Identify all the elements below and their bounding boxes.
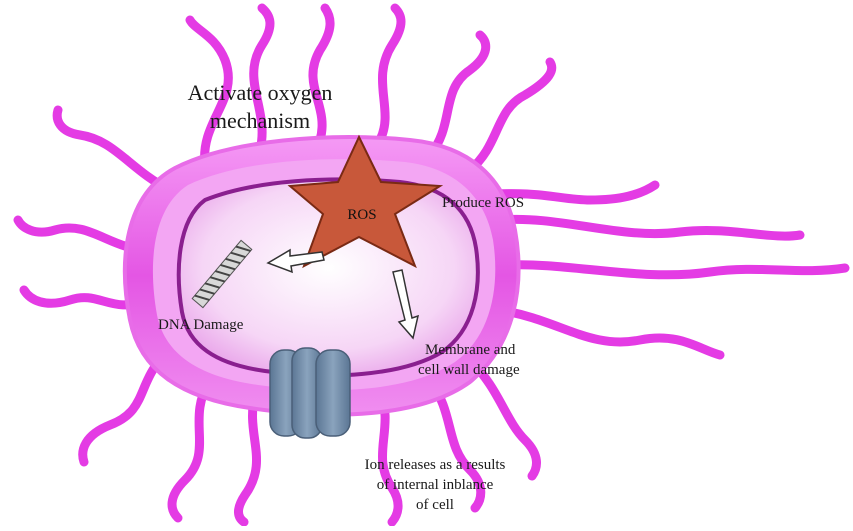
flagellum xyxy=(470,62,552,170)
ion-label-line-3: of cell xyxy=(330,496,540,514)
flagellum xyxy=(380,8,401,140)
ion-label-line-1: Ion releases as a results xyxy=(330,456,540,474)
ion-channel-icon xyxy=(270,348,350,438)
flagellum xyxy=(500,310,720,355)
ros-label: ROS xyxy=(342,206,382,224)
flagellum xyxy=(172,380,210,518)
title-line-2: mechanism xyxy=(170,108,350,134)
flagellum xyxy=(505,265,845,275)
flagellum xyxy=(500,219,800,236)
flagellum xyxy=(57,110,170,190)
dna-damage-label: DNA Damage xyxy=(158,316,243,334)
ion-label-line-2: of internal inblance xyxy=(330,476,540,494)
membrane-label-line-2: cell wall damage xyxy=(418,361,520,379)
title-line-1: Activate oxygen xyxy=(170,80,350,106)
flagellum xyxy=(430,35,486,155)
produce-ros-label: Produce ROS xyxy=(442,194,524,212)
membrane-label-line-1: Membrane and xyxy=(425,341,515,359)
flagellum xyxy=(238,395,256,522)
